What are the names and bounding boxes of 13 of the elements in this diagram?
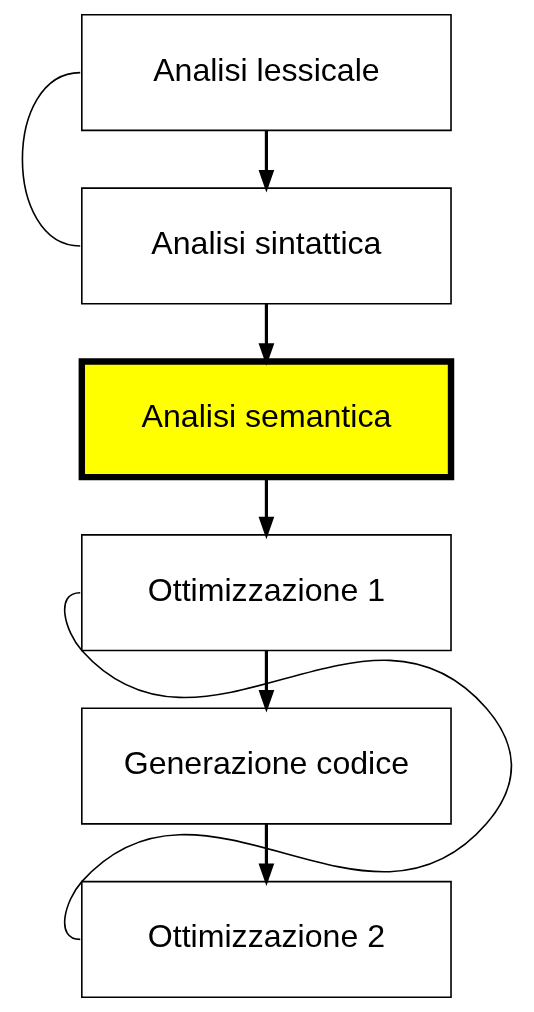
node-box: Ottimizzazione 1: [81, 534, 452, 652]
node-box: Generazione codice: [81, 707, 452, 825]
arrow: [258, 130, 275, 193]
arrow: [258, 477, 275, 540]
arrow: [258, 823, 275, 886]
arrow: [258, 303, 275, 366]
connector: [21, 71, 81, 247]
node-box: Ottimizzazione 2: [81, 880, 452, 998]
connector: [63, 591, 513, 941]
arrow: [258, 650, 275, 713]
node-box: Analisi sintattica: [81, 187, 452, 305]
node-box: Analisi semantica: [78, 358, 455, 481]
node-box: Analisi lessicale: [81, 14, 452, 132]
